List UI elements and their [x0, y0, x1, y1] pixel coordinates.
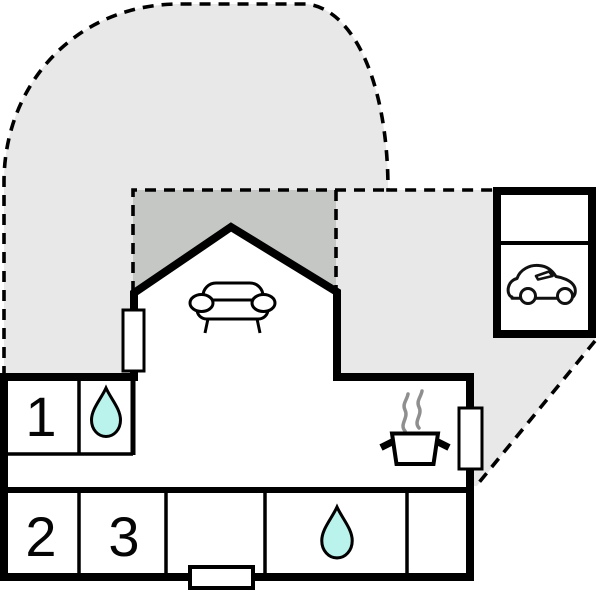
interior-walls — [4, 377, 470, 577]
steam-icon — [401, 389, 424, 433]
room-1-label: 1 — [25, 385, 56, 448]
carport-outline — [493, 187, 596, 338]
room-3-label: 3 — [108, 505, 139, 568]
water-drop-icon — [320, 503, 354, 560]
window-right — [457, 406, 484, 471]
cooking-pot-icon — [379, 389, 451, 466]
garden-boundary-dashed — [2, 2, 500, 377]
car-icon — [506, 263, 577, 305]
water-drop-icon — [89, 384, 123, 439]
window-left — [121, 308, 146, 373]
room-2-label: 2 — [25, 505, 56, 568]
terrace-boundary-dashed — [131, 188, 390, 292]
sofa-arm-left — [188, 293, 215, 313]
sofa-arm-right — [250, 293, 277, 313]
pot-body — [389, 431, 441, 466]
entrance-door — [188, 565, 255, 590]
sofa-icon — [188, 281, 277, 334]
carport — [493, 187, 596, 338]
driveway-boundary-dashed — [475, 339, 597, 487]
